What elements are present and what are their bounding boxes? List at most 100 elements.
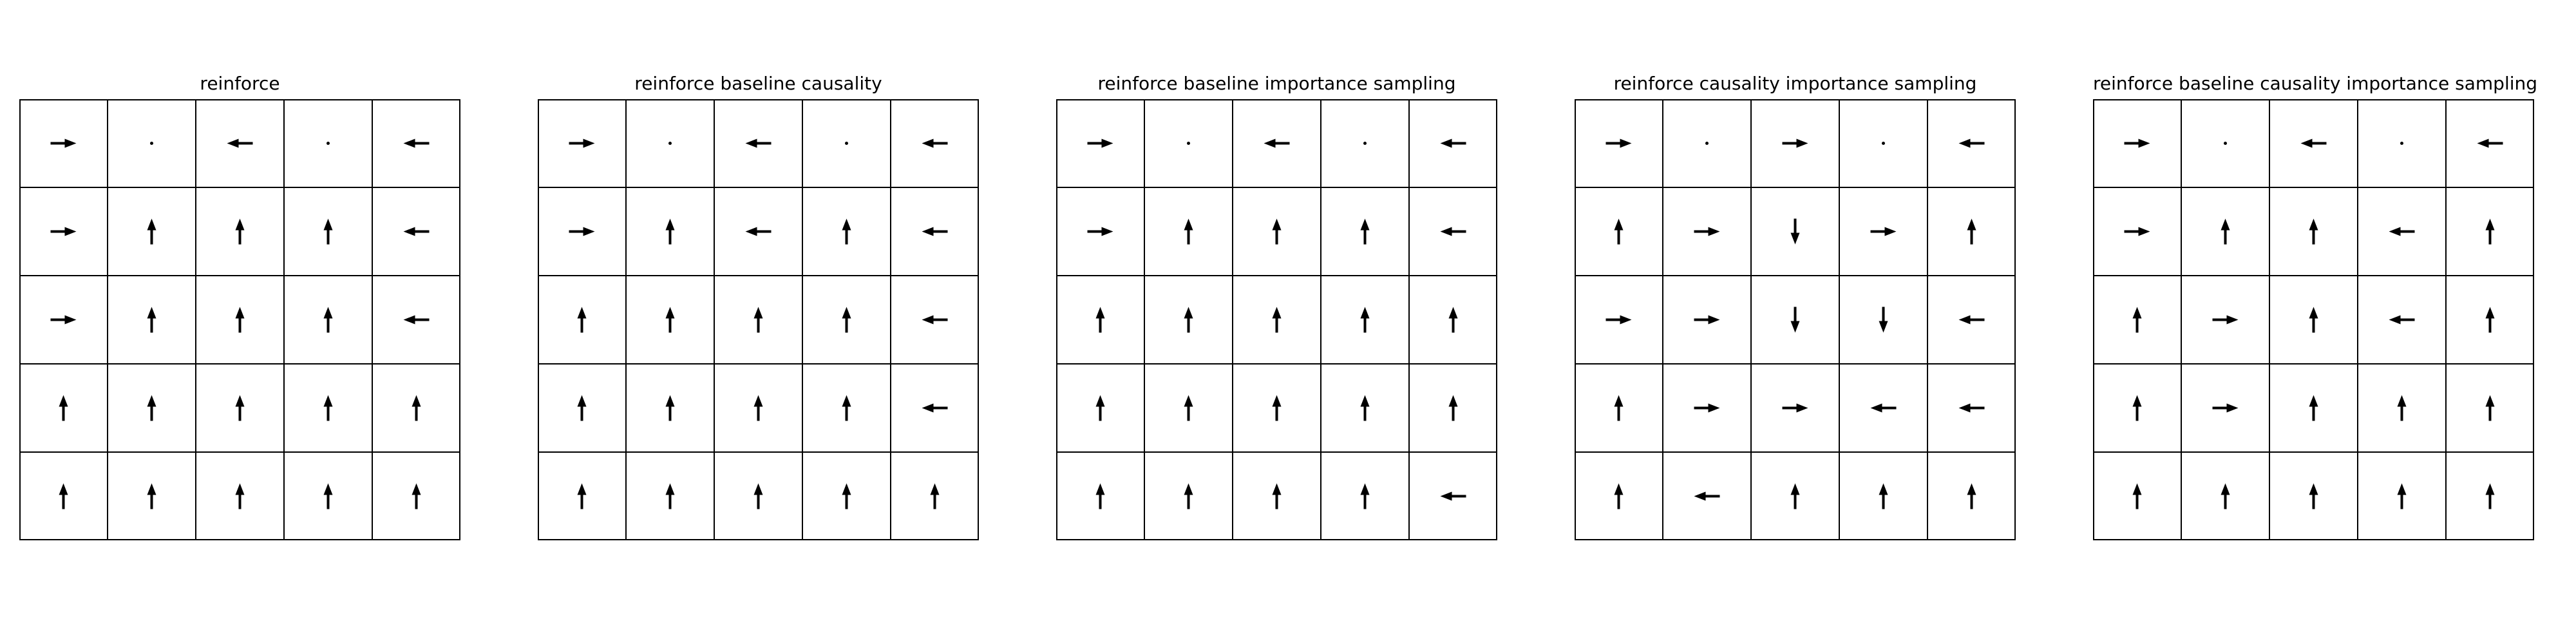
arrow-up-icon <box>323 307 333 333</box>
arrow-up-icon <box>1272 483 1282 509</box>
arrow-up-icon <box>235 307 245 333</box>
arrow-up-icon <box>2309 218 2318 245</box>
arrow-up-icon <box>1614 395 1624 421</box>
arrow-up-icon <box>2132 307 2142 333</box>
arrow-up-icon <box>577 483 587 509</box>
arrow-up-icon <box>1360 218 1370 245</box>
arrow-up-icon <box>1360 395 1370 421</box>
arrow-up-icon <box>2485 218 2495 245</box>
arrow-left-icon <box>1440 138 1466 148</box>
arrow-left-icon <box>745 138 772 148</box>
arrow-up-icon <box>842 218 851 245</box>
arrow-right-icon <box>569 227 595 236</box>
policy-grid <box>1056 99 1497 540</box>
arrow-up-icon <box>842 395 851 421</box>
arrow-up-icon <box>2485 395 2495 421</box>
arrow-up-icon <box>412 395 421 421</box>
arrow-down-icon <box>1790 307 1800 333</box>
arrow-left-icon <box>2389 315 2415 325</box>
arrow-up-icon <box>1184 483 1193 509</box>
arrow-up-icon <box>147 395 156 421</box>
arrow-up-icon <box>1967 218 1976 245</box>
arrow-left-icon <box>403 138 430 148</box>
arrow-up-icon <box>147 218 156 245</box>
arrow-right-icon <box>1782 403 1808 413</box>
arrow-left-icon <box>922 138 948 148</box>
arrow-up-icon <box>1967 483 1976 509</box>
arrow-up-icon <box>1184 218 1193 245</box>
arrow-right-icon <box>2212 403 2239 413</box>
arrow-up-icon <box>2309 483 2318 509</box>
arrow-up-icon <box>1614 483 1624 509</box>
empty-cell-dot <box>845 142 848 145</box>
arrow-up-icon <box>2132 483 2142 509</box>
policy-panel: reinforce causality importance sampling <box>1575 71 2016 540</box>
empty-cell-dot <box>2224 142 2227 145</box>
arrow-up-icon <box>1360 307 1370 333</box>
arrow-left-icon <box>403 315 430 325</box>
arrow-right-icon <box>2124 138 2150 148</box>
arrow-up-icon <box>2397 483 2407 509</box>
arrow-left-icon <box>403 227 430 236</box>
arrow-left-icon <box>922 315 948 325</box>
arrow-up-icon <box>665 395 675 421</box>
policy-grid <box>1575 99 2016 540</box>
arrow-up-icon <box>235 395 245 421</box>
arrow-up-icon <box>1614 218 1624 245</box>
arrow-right-icon <box>1605 138 1632 148</box>
arrow-up-icon <box>1272 307 1282 333</box>
arrow-up-icon <box>2132 395 2142 421</box>
panel-title: reinforce baseline causality <box>634 73 882 94</box>
arrow-up-icon <box>753 483 763 509</box>
arrow-up-icon <box>753 395 763 421</box>
arrow-right-icon <box>50 138 77 148</box>
arrow-left-icon <box>2477 138 2503 148</box>
empty-cell-dot <box>668 142 672 145</box>
empty-cell-dot <box>2400 142 2403 145</box>
arrow-up-icon <box>842 483 851 509</box>
arrow-up-icon <box>2485 307 2495 333</box>
arrow-up-icon <box>842 307 851 333</box>
panel-title: reinforce baseline importance sampling <box>1097 73 1456 94</box>
arrow-up-icon <box>323 483 333 509</box>
arrow-right-icon <box>2124 227 2150 236</box>
arrow-left-icon <box>1694 491 1720 501</box>
arrow-up-icon <box>147 483 156 509</box>
arrow-left-icon <box>227 138 253 148</box>
arrow-up-icon <box>1448 395 1458 421</box>
arrow-left-icon <box>745 227 772 236</box>
empty-cell-dot <box>327 142 330 145</box>
arrow-up-icon <box>59 395 68 421</box>
empty-cell-dot <box>1882 142 1885 145</box>
arrow-left-icon <box>1440 491 1466 501</box>
arrow-left-icon <box>1440 227 1466 236</box>
arrow-right-icon <box>2212 315 2239 325</box>
arrow-up-icon <box>235 218 245 245</box>
panel-title: reinforce <box>200 73 280 94</box>
policy-grid <box>538 99 979 540</box>
arrow-right-icon <box>1694 315 1720 325</box>
arrow-up-icon <box>1095 395 1105 421</box>
arrow-left-icon <box>922 403 948 413</box>
arrow-right-icon <box>50 315 77 325</box>
empty-cell-dot <box>1187 142 1190 145</box>
arrow-right-icon <box>1087 227 1113 236</box>
arrow-right-icon <box>1870 227 1897 236</box>
arrow-up-icon <box>1184 395 1193 421</box>
arrow-up-icon <box>1272 218 1282 245</box>
arrow-left-icon <box>1870 403 1897 413</box>
arrow-left-icon <box>1958 138 1985 148</box>
arrow-up-icon <box>59 483 68 509</box>
arrow-up-icon <box>1095 483 1105 509</box>
arrow-right-icon <box>569 138 595 148</box>
arrow-left-icon <box>1958 403 1985 413</box>
arrow-right-icon <box>1694 403 1720 413</box>
arrow-up-icon <box>665 483 675 509</box>
arrow-up-icon <box>1790 483 1800 509</box>
arrow-up-icon <box>1184 307 1193 333</box>
policy-panel: reinforce baseline causality <box>538 71 979 540</box>
arrow-up-icon <box>665 218 675 245</box>
arrow-up-icon <box>412 483 421 509</box>
arrow-up-icon <box>2221 218 2230 245</box>
arrow-up-icon <box>2397 395 2407 421</box>
